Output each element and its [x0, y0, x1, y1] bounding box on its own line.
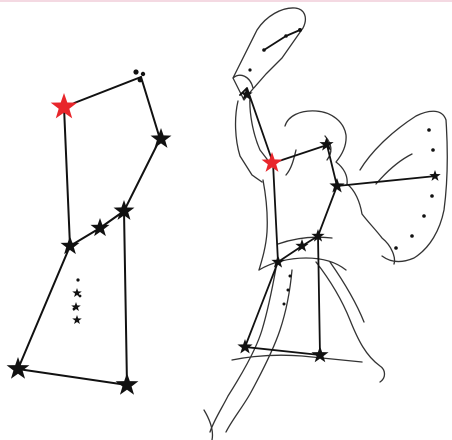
head-outline: [285, 111, 347, 184]
star-dot: [76, 278, 79, 281]
shield-line: [337, 176, 436, 186]
shoulder-line: [64, 77, 141, 107]
skirt-outline: [259, 258, 346, 270]
star-icon: [72, 315, 82, 324]
star-icon: [60, 236, 79, 254]
star-dot: [394, 246, 398, 250]
star-icon: [71, 302, 81, 311]
star-dot: [431, 148, 435, 152]
star-dot: [79, 295, 82, 298]
star-icon: [311, 346, 328, 362]
star-dot: [73, 308, 76, 311]
constellation-stars: [7, 69, 172, 394]
star-icon: [237, 339, 252, 353]
back-leg-outline: [316, 262, 385, 382]
star-dot: [289, 275, 292, 278]
star-icon: [90, 218, 109, 236]
shield-outline: [360, 111, 447, 261]
torso-right: [347, 184, 395, 264]
star-dot: [410, 234, 414, 238]
constellation-lines: [18, 77, 160, 385]
star-icon: [116, 373, 139, 395]
figure-outline: [204, 8, 447, 440]
star-dot: [284, 34, 288, 38]
right-body-line: [124, 77, 160, 385]
star-icon: [271, 255, 284, 268]
hunter-figure-outline: [204, 8, 447, 440]
star-icon: [7, 357, 30, 379]
star-icon: [151, 128, 172, 148]
star-icon: [429, 170, 440, 181]
star-dot: [427, 128, 431, 132]
club-outline: [233, 8, 305, 100]
star-dot: [298, 28, 302, 32]
star-dot: [430, 194, 434, 198]
torso-left: [259, 180, 267, 270]
star-dot: [422, 214, 426, 218]
head-star-dot: [138, 78, 143, 83]
foot-outline: [204, 410, 213, 440]
star-dot: [283, 303, 286, 306]
raised-arm-outline: [236, 101, 262, 182]
head-star-dot: [133, 69, 138, 74]
neck-outline: [286, 150, 296, 175]
highlight-star-icon: [262, 152, 283, 172]
head-star-dot: [141, 72, 145, 76]
star-dot: [248, 68, 251, 71]
star-dot: [287, 289, 290, 292]
right-body-line: [318, 145, 337, 355]
figure-stars: [237, 28, 440, 362]
belt-outline: [278, 237, 332, 244]
star-dot: [262, 48, 266, 52]
star-icon: [329, 178, 344, 192]
constellation-stick-figure: [7, 69, 172, 394]
club-band: [233, 75, 253, 88]
figure-lines: [240, 30, 436, 355]
